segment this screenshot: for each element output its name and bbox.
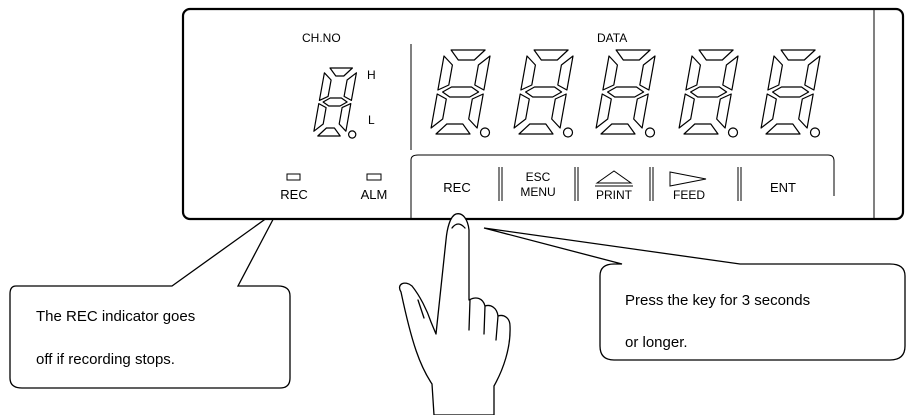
digit-segment [685, 55, 702, 91]
digit-segment [313, 102, 327, 132]
decimal-point [562, 127, 574, 138]
digit-segment [615, 49, 651, 61]
seven-segment-digit [313, 67, 357, 139]
print-key[interactable]: PRINT [595, 170, 633, 202]
finger-crease [468, 299, 499, 341]
pressing-hand-illustration [398, 213, 511, 415]
digit-segment [513, 93, 530, 129]
digit-segment [798, 93, 814, 129]
thumb-crease [417, 299, 425, 319]
digit-segment [474, 55, 491, 91]
digit-segment [533, 49, 569, 61]
channel-number-label: CH.NO [302, 31, 341, 45]
digit-segment [760, 93, 777, 129]
right-callout-bubble [483, 227, 906, 361]
range-high-label: H [367, 68, 376, 82]
hand-outline [398, 213, 511, 415]
decimal-point [348, 130, 357, 139]
left-callout-bubble [9, 209, 291, 389]
decimal-point [479, 127, 491, 138]
feed-key-label: FEED [673, 188, 705, 202]
data-seven-segment-display [430, 49, 821, 138]
digit-segment [435, 123, 471, 135]
digit-segment [450, 49, 486, 61]
digit-segment [343, 72, 357, 102]
digit-segment [716, 93, 732, 129]
seven-segment-digit [513, 49, 574, 138]
digit-segment [322, 97, 348, 107]
decimal-point [809, 127, 821, 138]
data-label: DATA [597, 31, 627, 45]
menu-key-label: MENU [520, 185, 555, 199]
digit-segment [520, 55, 537, 91]
range-low-label: L [368, 113, 375, 127]
digit-segment [683, 123, 719, 135]
seven-segment-digit [430, 49, 491, 138]
digit-segment [442, 86, 480, 98]
print-key-label: PRINT [596, 188, 633, 202]
right-callout-line-2: or longer. [625, 334, 688, 351]
digit-segment [437, 55, 453, 91]
left-callout-line-1: The REC indicator goes [36, 308, 195, 325]
decimal-point [727, 127, 739, 138]
digit-segment [329, 67, 353, 77]
digit-segment [780, 49, 816, 61]
channel-seven-segment-digit [313, 67, 357, 139]
key-panel-outline [410, 154, 835, 218]
digit-segment [338, 102, 352, 132]
alm-indicator-label: ALM [361, 187, 388, 202]
digit-segment [804, 55, 821, 91]
feed-key[interactable]: FEED [669, 171, 707, 202]
esc-key-label: ESC [526, 170, 551, 184]
up-triangle-icon [595, 170, 633, 184]
rec-indicator-label: REC [280, 187, 307, 202]
alm-indicator-lamp [366, 173, 382, 181]
seven-segment-digit [595, 49, 656, 138]
rec-key[interactable]: REC [443, 180, 470, 195]
digit-segment [639, 55, 656, 91]
digit-segment [698, 49, 734, 61]
digit-segment [557, 55, 574, 91]
digit-segment [317, 127, 341, 137]
right-triangle-icon [669, 171, 707, 187]
digit-segment [468, 93, 484, 129]
digit-segment [600, 123, 636, 135]
decimal-point [644, 127, 656, 138]
ent-key[interactable]: ENT [770, 180, 796, 195]
seven-segment-digit [678, 49, 739, 138]
digit-segment [518, 123, 554, 135]
digit-segment [722, 55, 739, 91]
rec-indicator-lamp [286, 173, 301, 181]
digit-segment [318, 72, 332, 102]
digit-segment [602, 55, 619, 91]
digit-segment [524, 86, 563, 98]
digit-segment [767, 55, 784, 91]
digit-segment [771, 86, 810, 98]
digit-segment [678, 93, 695, 129]
digit-segment [595, 93, 612, 129]
digit-segment [551, 93, 567, 129]
seven-segment-digit [760, 49, 821, 138]
esc-menu-key[interactable]: ESC MENU [520, 170, 555, 199]
digit-segment [633, 93, 649, 129]
left-callout-line-2: off if recording stops. [36, 351, 175, 368]
digit-segment [689, 86, 728, 98]
digit-segment [606, 86, 645, 98]
index-fingernail [451, 223, 466, 229]
digit-segment [430, 93, 447, 129]
digit-segment [765, 123, 801, 135]
right-callout-line-1: Press the key for 3 seconds [625, 292, 810, 309]
panel-frame [181, 7, 905, 221]
